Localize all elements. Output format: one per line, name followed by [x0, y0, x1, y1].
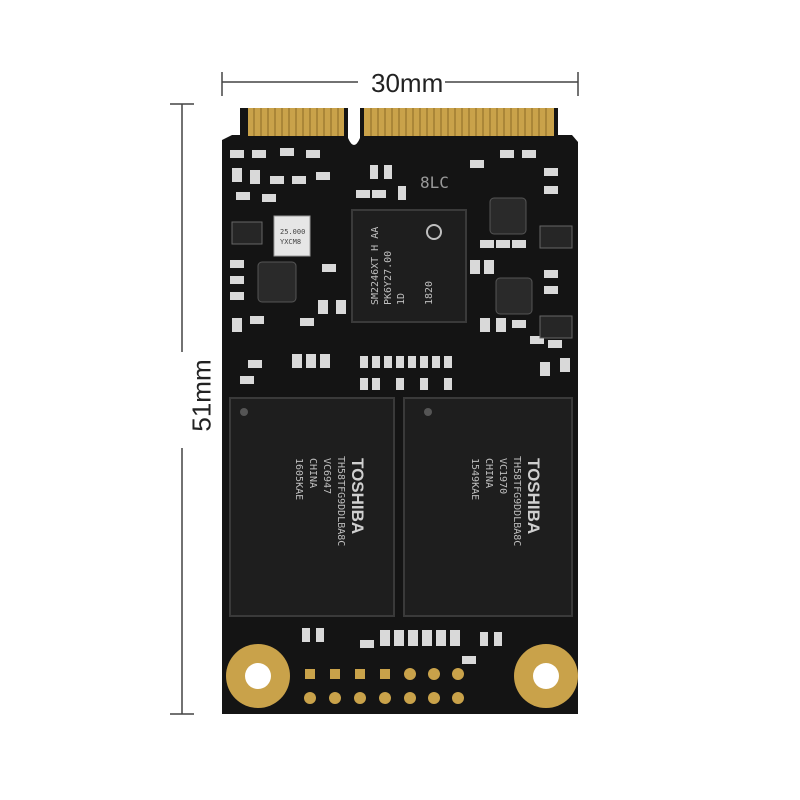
width-dimension-label: 30mm	[365, 68, 450, 99]
controller-marking-line3: 1D	[396, 293, 407, 305]
test-pads	[304, 668, 464, 704]
nand-left-line4: 1605KAE	[293, 458, 304, 500]
nand-right-line4: 1549KAE	[469, 458, 480, 500]
crystal-label-line2: YXCM8	[280, 238, 301, 246]
nand-right-line2: VC1970	[497, 458, 508, 494]
crystal-label-line1: 25.000	[280, 228, 305, 236]
controller-chip: SM2246XT H AA PK6Y27.00 1D 1820	[351, 209, 467, 323]
controller-logo-icon	[426, 224, 442, 240]
nand-right-brand: TOSHIBA	[524, 458, 543, 534]
width-dimension-line	[221, 72, 579, 96]
crystal-oscillator: 25.000 YXCM8	[273, 215, 311, 257]
small-ics	[231, 221, 573, 339]
nand-left-line3: CHINA	[307, 458, 318, 488]
nand-chip-left: TOSHIBA TH58TFG9DDLBA8C VC6947 CHINA 160…	[229, 397, 395, 617]
controller-marking-line2: PK6Y27.00	[383, 251, 394, 305]
nand-right-line1: TH58TFG9DDLBA8C	[511, 456, 522, 546]
height-dimension-line	[170, 103, 194, 715]
mounting-hole-right	[514, 644, 578, 708]
nand-left-line1: TH58TFG9DDLBA8C	[335, 456, 346, 546]
nand-right-line3: CHINA	[483, 458, 494, 488]
gold-connector-fingers	[248, 108, 554, 136]
passive-components	[230, 148, 570, 664]
controller-marking-line1: SM2246XT H AA	[370, 227, 381, 305]
nand-left-line2: VC6947	[321, 458, 332, 494]
nand-left-brand: TOSHIBA	[348, 458, 367, 534]
inductors	[257, 197, 533, 315]
mounting-hole-left	[226, 644, 290, 708]
nand-chip-right: TOSHIBA TH58TFG9DDLBA8C VC1970 CHINA 154…	[403, 397, 573, 617]
board-label: 8LC	[420, 173, 449, 192]
controller-date-code: 1820	[424, 281, 435, 305]
